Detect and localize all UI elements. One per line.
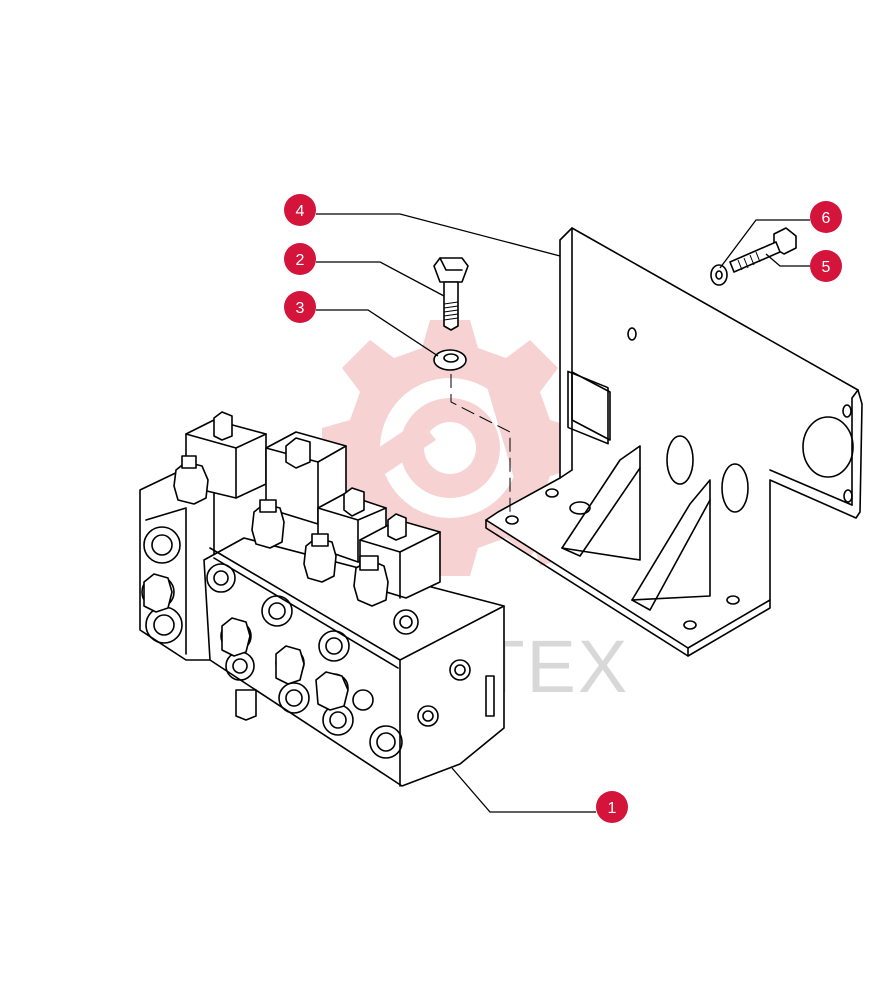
callout-6-label: 6 xyxy=(822,210,831,227)
leader-3 xyxy=(316,309,439,357)
callout-1: 1 xyxy=(596,791,628,823)
leader-6 xyxy=(719,219,810,269)
callout-3: 3 xyxy=(284,291,316,323)
hex-fittings xyxy=(143,455,389,711)
washer xyxy=(433,349,467,371)
callout-3-badge xyxy=(284,291,316,323)
callout-5: 5 xyxy=(810,250,842,282)
callout-2: 2 xyxy=(284,243,316,275)
leader-5 xyxy=(765,253,810,267)
callout-4: 4 xyxy=(284,194,316,226)
callout-1-label: 1 xyxy=(608,800,617,817)
callout-5-label: 5 xyxy=(822,259,831,276)
leader-2 xyxy=(316,261,445,297)
callout-3-label: 3 xyxy=(296,300,305,317)
callout-6-badge xyxy=(810,201,842,233)
control-valve-block xyxy=(139,411,505,787)
callout-5-badge xyxy=(810,250,842,282)
hex-bolt xyxy=(433,257,469,331)
assembly-dashed-line xyxy=(450,374,511,512)
callout-6: 6 xyxy=(810,201,842,233)
leader-lines xyxy=(316,213,810,813)
mounting-bracket xyxy=(485,227,863,657)
bracket-bolt xyxy=(729,227,797,273)
callout-4-label: 4 xyxy=(296,203,305,220)
callout-4-badge xyxy=(284,194,316,226)
callout-2-badge xyxy=(284,243,316,275)
callout-1-badge xyxy=(596,791,628,823)
callout-layer: 1 2 3 4 5 6 xyxy=(284,194,842,823)
callout-2-label: 2 xyxy=(296,252,305,269)
leader-1 xyxy=(451,767,596,813)
bracket-washer xyxy=(710,264,728,286)
leader-4 xyxy=(316,213,561,257)
